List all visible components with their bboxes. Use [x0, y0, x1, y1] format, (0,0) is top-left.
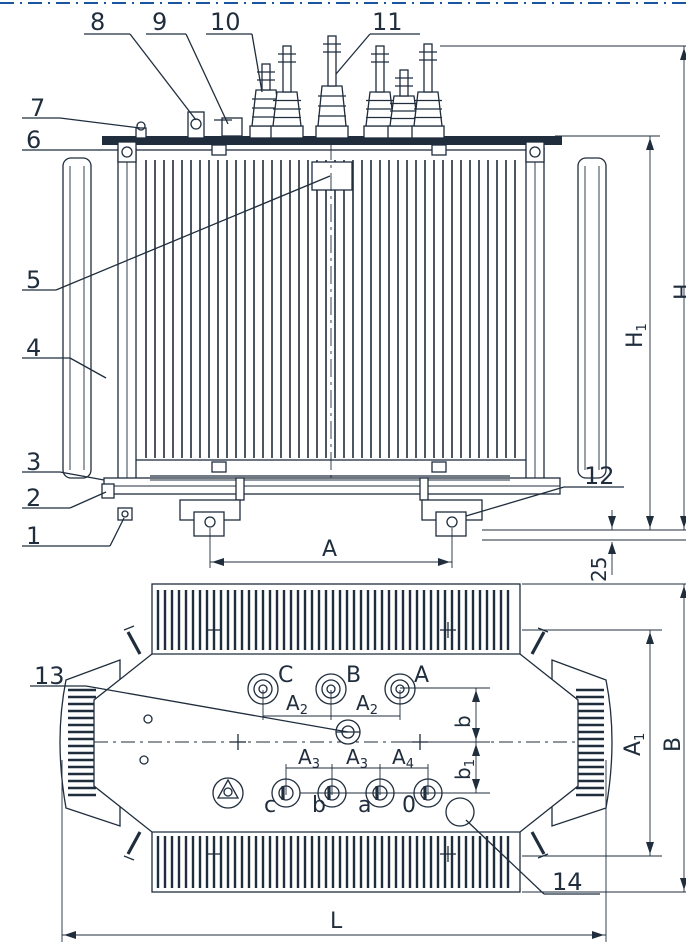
bottom-frame [103, 475, 561, 501]
dim-A: A [322, 537, 337, 562]
front-view [62, 35, 686, 575]
right-cooling-tube [577, 157, 607, 479]
dimension-labels: A H H1 25 A1 B L A2 A2 A3 A3 A4 b b1 [286, 283, 686, 934]
callout-14: 14 [552, 868, 583, 896]
label-hv-A: A [414, 663, 429, 688]
label-hv-C: C [278, 663, 293, 688]
cover-lugs [117, 141, 545, 473]
callout-5: 5 [26, 266, 41, 294]
corrugated-fins [145, 160, 516, 458]
dim-A3-left: A3 [298, 745, 320, 772]
dim-b: b [451, 715, 475, 728]
dim-A2-left: A2 [286, 691, 308, 718]
bushings [249, 35, 445, 139]
gauge-8 [187, 111, 205, 139]
dim-A1: A1 [621, 733, 648, 756]
dim-H1: H1 [623, 323, 650, 348]
top-view [59, 583, 686, 942]
dim-H: H [671, 283, 686, 300]
callout-13: 13 [34, 662, 65, 690]
callout-4: 4 [26, 334, 41, 362]
roller-right [421, 499, 483, 537]
drain-valve [212, 777, 244, 809]
nameplate [311, 161, 353, 191]
label-lv-a: a [358, 793, 371, 818]
item-14-circle [445, 797, 475, 827]
callout-11: 11 [372, 8, 403, 36]
callout-7: 7 [30, 94, 45, 122]
dim-b1: b1 [451, 759, 478, 780]
callout-3: 3 [26, 448, 41, 476]
callout-labels: 1 2 3 4 5 6 7 8 9 10 11 12 13 14 [26, 8, 615, 896]
label-hv-B: B [346, 663, 361, 688]
callout-8: 8 [90, 8, 105, 36]
top-dimensions [61, 583, 686, 942]
dim-A4: A4 [392, 745, 414, 772]
label-lv-b: b [312, 793, 326, 818]
callout-10: 10 [210, 8, 241, 36]
terminal-labels: C B A c b a 0 [264, 663, 429, 818]
valve-7 [135, 121, 147, 139]
dim-A2-right: A2 [356, 691, 378, 718]
left-cooling-tube [62, 157, 92, 479]
dim-A3-right: A3 [346, 745, 368, 772]
label-lv-c: c [264, 793, 276, 818]
front-dimensions [209, 45, 686, 575]
callout-9: 9 [152, 8, 167, 36]
callout-6: 6 [26, 126, 41, 154]
hv-terminals [247, 673, 416, 705]
tank-cover [102, 136, 562, 145]
tap-changer-9 [214, 117, 243, 137]
dim-25: 25 [587, 557, 611, 582]
dim-B: B [661, 737, 686, 752]
label-lv-0: 0 [402, 793, 416, 818]
leader-lines [22, 33, 624, 895]
dim-L: L [330, 909, 343, 934]
roller-left [179, 499, 241, 537]
cover-lugs-top [123, 625, 549, 861]
callout-2: 2 [26, 484, 41, 512]
callout-1: 1 [26, 522, 41, 550]
callout-12: 12 [584, 462, 615, 490]
